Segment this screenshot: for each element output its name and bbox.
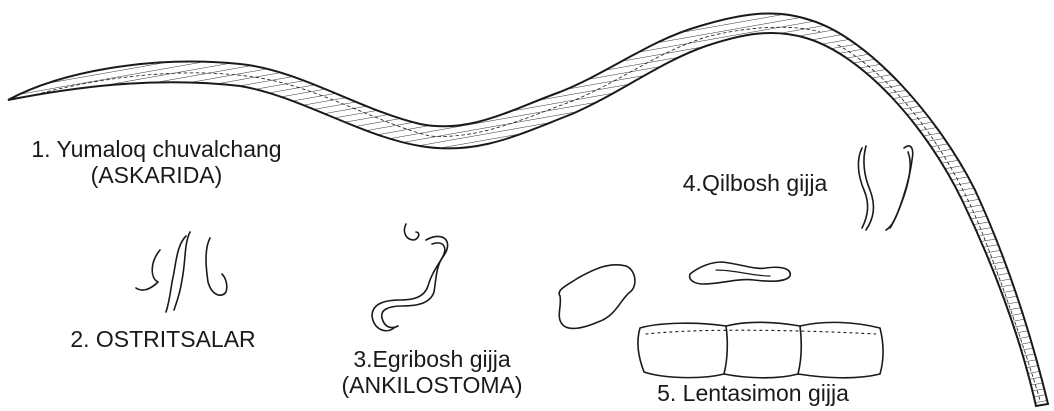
lentasimon-label-line1: 5. Lentasimon gijja (628, 380, 878, 406)
ankilostoma-label: 3.Egribosh gijja (ANKILOSTOMA) (312, 346, 552, 398)
askarida-label-line1: 1. Yumaloq chuvalchang (4, 136, 309, 162)
ostritsalar-label: 2. OSTRITSALAR (48, 326, 278, 352)
askarida-label-line2: (ASKARIDA) (4, 162, 309, 188)
askarida-label: 1. Yumaloq chuvalchang (ASKARIDA) (4, 136, 309, 188)
qilbosh-label: 4.Qilbosh gijja (660, 170, 850, 196)
ankilostoma-worm-drawing (372, 224, 448, 331)
qilbosh-label-line1: 4.Qilbosh gijja (660, 170, 850, 196)
ostritsalar-label-line1: 2. OSTRITSALAR (48, 326, 278, 352)
qilbosh-worms-drawing (858, 146, 912, 230)
lentasimon-label: 5. Lentasimon gijja (628, 380, 878, 406)
ostritsalar-worms-drawing (136, 232, 227, 312)
ankilostoma-label-line1: 3.Egribosh gijja (312, 346, 552, 372)
ankilostoma-label-line2: (ANKILOSTOMA) (312, 372, 552, 398)
lentasimon-segments-drawing (559, 262, 883, 378)
